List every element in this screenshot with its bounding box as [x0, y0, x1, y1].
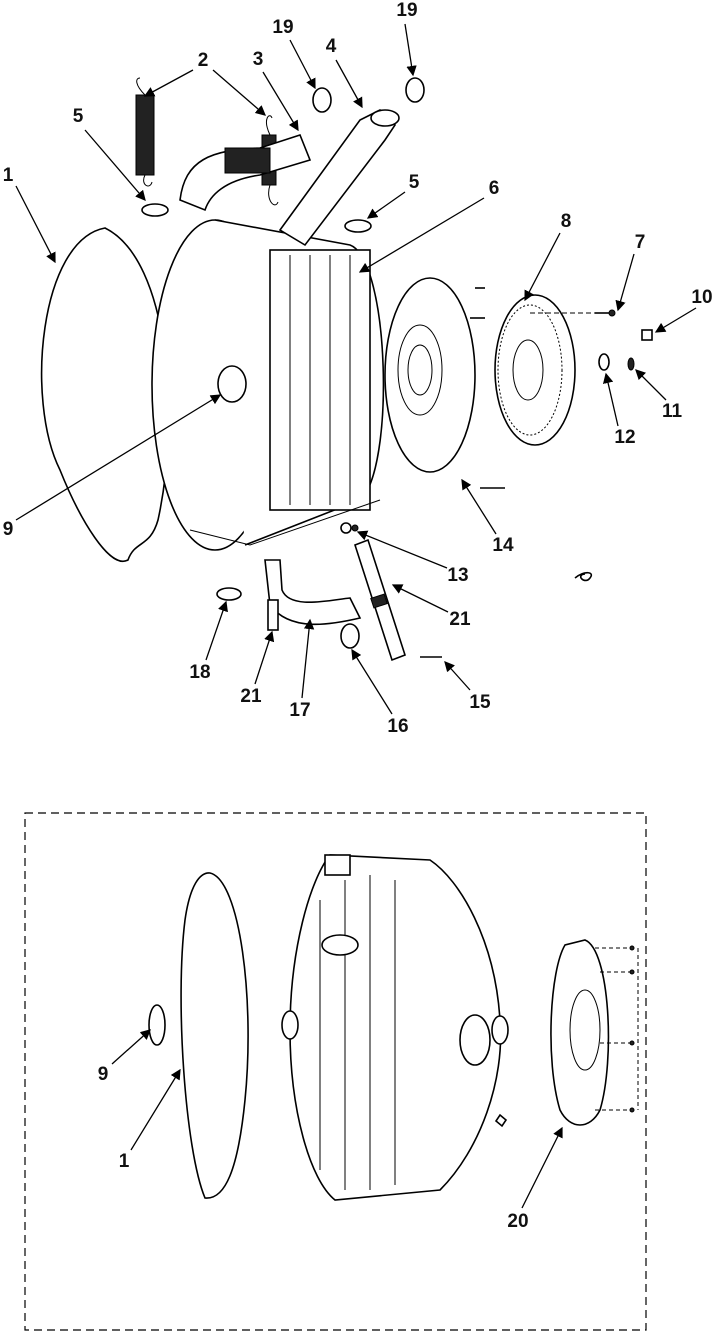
main-view-callouts: 1 2 3 4 19 19 5 5 6 8 7 10 11 12 9 14 13…	[3, 0, 713, 737]
callout-19a: 19	[272, 17, 293, 38]
inset-outer-tub	[281, 854, 509, 1201]
callout-19b: 19	[396, 0, 417, 21]
callout-17: 17	[289, 700, 310, 721]
inset-rear-cover	[494, 939, 639, 1128]
leader-lines	[15, 23, 697, 715]
callout-8: 8	[561, 211, 572, 232]
motor-stator-rotor	[494, 294, 576, 446]
tub-gasket-ring	[40, 227, 170, 563]
small-hardware	[340, 287, 653, 658]
inset-gasket	[180, 872, 249, 1199]
drain-hose	[264, 559, 362, 631]
callout-13: 13	[447, 565, 468, 586]
callout-6: 6	[489, 178, 500, 199]
callout-1: 1	[3, 165, 14, 186]
callout-21a: 21	[449, 609, 471, 630]
callout-11: 11	[662, 401, 683, 422]
inset-frame	[24, 812, 647, 1331]
hose-clamps	[141, 77, 425, 649]
callout-12: 12	[614, 427, 635, 448]
callout-9: 9	[3, 519, 14, 540]
shock-absorber	[354, 538, 406, 662]
inset-callout-9: 9	[98, 1064, 109, 1085]
callout-5a: 5	[73, 106, 84, 127]
inset-leader-lines	[111, 1029, 563, 1209]
inset-callout-1: 1	[119, 1151, 130, 1172]
callout-16: 16	[387, 716, 408, 737]
tub-hose	[179, 134, 312, 212]
inset-callout-20: 20	[507, 1211, 528, 1232]
callout-18: 18	[189, 662, 210, 683]
bearing-housing-plate	[384, 277, 476, 473]
callout-4: 4	[326, 36, 337, 57]
callout-21b: 21	[240, 686, 262, 707]
inset-view-callouts: 9 1 20	[98, 1064, 529, 1232]
callout-10: 10	[691, 287, 712, 308]
callout-2: 2	[198, 50, 209, 71]
callout-3: 3	[253, 49, 264, 70]
callout-15: 15	[469, 692, 491, 713]
callout-5b: 5	[409, 172, 420, 193]
callout-14: 14	[492, 535, 514, 556]
callout-7: 7	[635, 232, 646, 253]
inset-balance-weight	[148, 1004, 166, 1046]
bellows-hose	[278, 109, 400, 247]
outer-tub-assembly	[151, 219, 385, 551]
